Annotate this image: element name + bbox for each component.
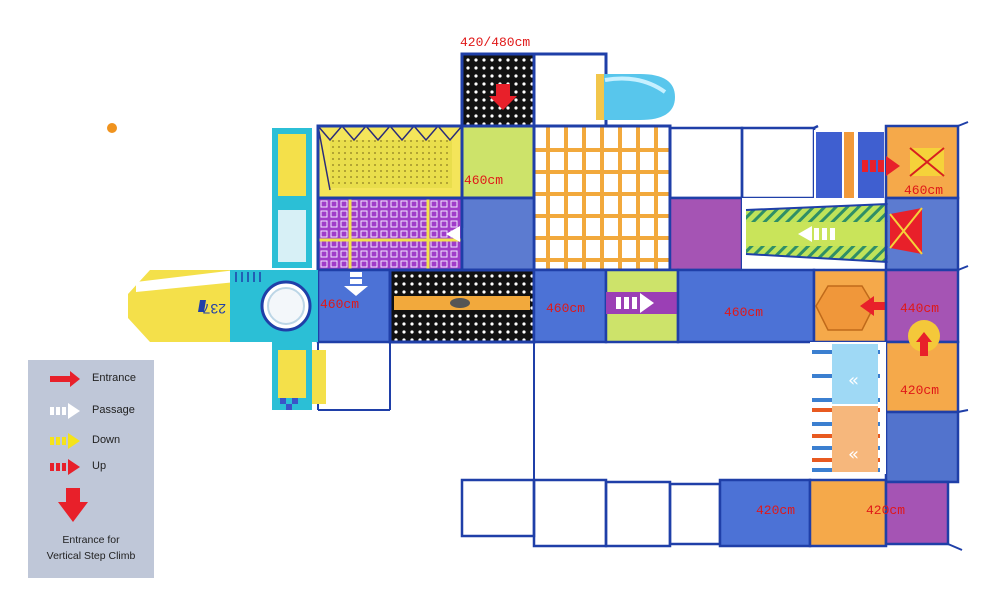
entrance-arrow-icon (50, 371, 80, 387)
entrance-arrow-440 (860, 296, 894, 316)
blue-platform-r3-mid (532, 268, 608, 344)
blue-tower-r2-right (884, 196, 960, 272)
frame-lines (317, 121, 969, 551)
height-label-top: 420/480cm (460, 35, 530, 50)
yellow-net-deck (316, 124, 464, 200)
legend-up: Up (28, 456, 154, 478)
down-arrow-icon (50, 433, 80, 449)
passage-arrow-tunnel (798, 226, 835, 242)
orange-climbing-grid (532, 124, 672, 272)
purple-platform-r2 (668, 196, 744, 272)
passage-arrow-right (616, 293, 654, 313)
capsule-tunnel (596, 74, 675, 120)
legend-down: Down (28, 430, 154, 452)
svg-text:«: « (848, 370, 859, 391)
height-label-460-mid: 460cm (546, 301, 585, 316)
height-label-460-right: 460cm (724, 305, 763, 320)
height-label-460-far-right: 460cm (904, 183, 943, 198)
height-label-420-bottom-right: 420cm (866, 503, 905, 518)
height-label-460-upper: 460cm (464, 173, 503, 188)
orange-bay-bottom (808, 478, 888, 548)
purple-net-room (316, 196, 464, 272)
height-label-440: 440cm (900, 301, 939, 316)
spiral-slide: « « (810, 342, 886, 474)
blue-tower-r5-right (884, 410, 960, 484)
legend-passage: Passage (28, 400, 154, 422)
top-net-tower (460, 52, 608, 128)
orange-marker (107, 123, 117, 133)
green-platform (460, 124, 536, 200)
bottom-open-frames (460, 478, 722, 548)
svg-text:«: « (848, 444, 859, 465)
entrance-vertical-arrow-top (489, 84, 517, 110)
legend: Entrance Passage Down Up Entrance f (28, 360, 154, 578)
up-arrow-icon (50, 459, 80, 475)
legend-entrance: Entrance (28, 368, 154, 390)
blue-platform-r2 (460, 196, 536, 272)
height-label-460-left: 460cm (320, 297, 359, 312)
legend-vertical-step-climb: Entrance for Vertical Step Climb (46, 534, 136, 562)
up-arrow-top-right (862, 156, 900, 176)
down-arrow-white (344, 272, 368, 296)
height-label-420-right: 420cm (900, 383, 939, 398)
vertical-step-climb-arrow-icon (58, 488, 88, 522)
plane-number: 237 (202, 301, 226, 317)
passage-arrow-icon (50, 403, 80, 419)
net-bridge (388, 268, 536, 344)
airplane (128, 128, 326, 410)
purple-bay-bottom (884, 480, 950, 546)
open-frame-bays (668, 124, 819, 200)
height-label-420-bottom-left: 420cm (756, 503, 795, 518)
orange-tower-420 (884, 320, 960, 414)
